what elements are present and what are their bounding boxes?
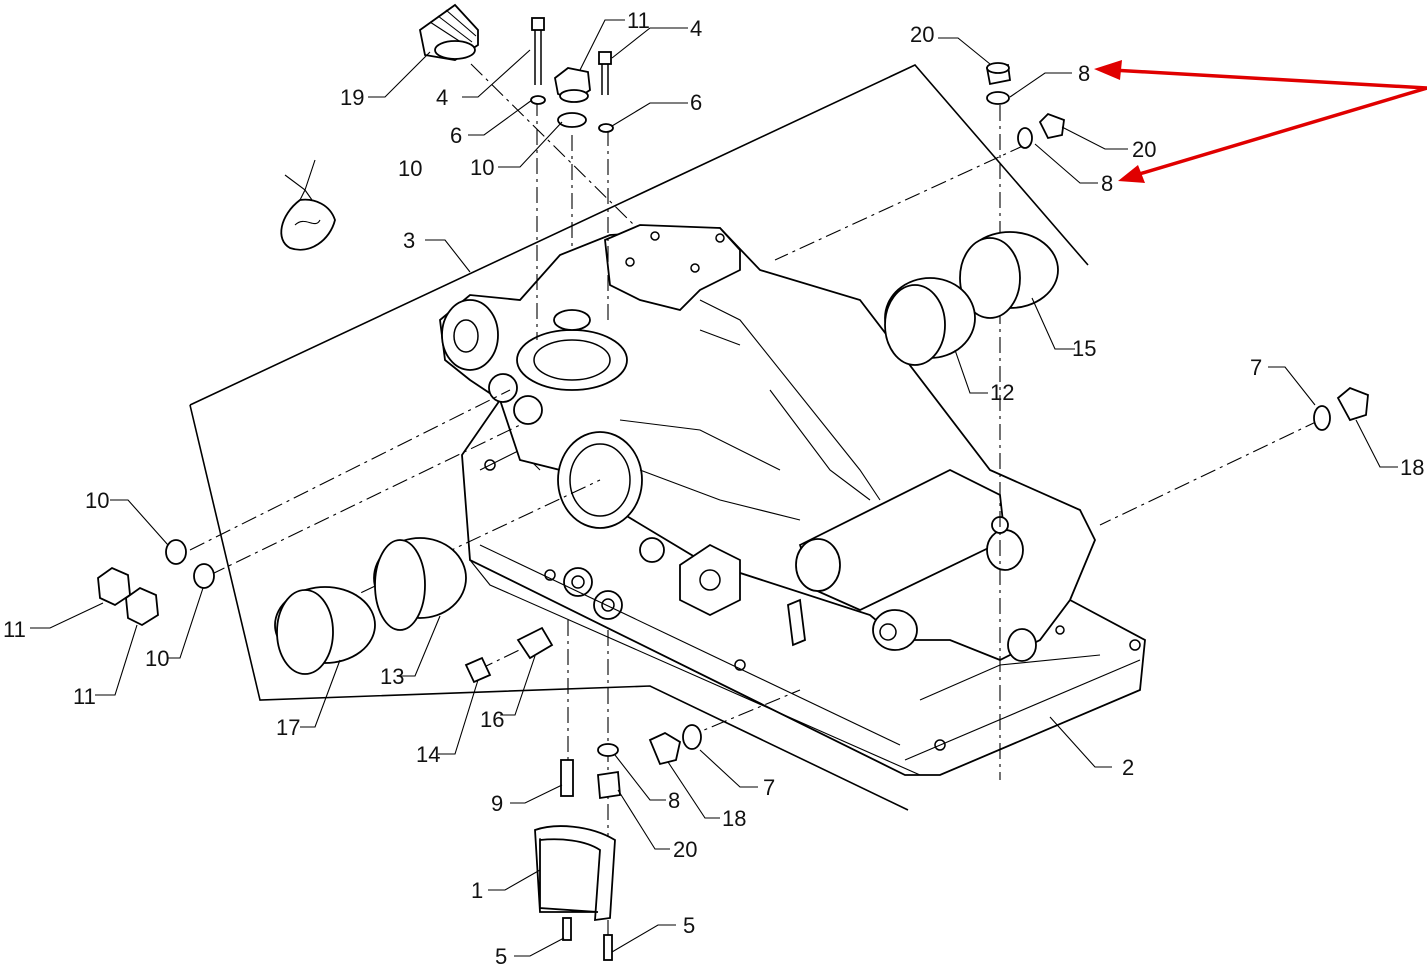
part-11-plug-top bbox=[554, 67, 591, 103]
part-10-seal-kit-bag bbox=[280, 159, 336, 251]
callout-17: 17 bbox=[276, 715, 300, 740]
callout-13: 13 bbox=[380, 664, 404, 689]
callout-3: 3 bbox=[403, 228, 415, 253]
part-8-seal-right bbox=[1017, 127, 1033, 149]
callout-11: 11 bbox=[627, 8, 650, 33]
part-17-bush bbox=[274, 586, 376, 675]
callout-8: 8 bbox=[668, 788, 680, 813]
assembly-outline-3 bbox=[189, 64, 1089, 406]
part-18-plug-right bbox=[1336, 386, 1369, 422]
part-6-washer-b bbox=[598, 123, 614, 133]
callout-4: 4 bbox=[436, 85, 448, 110]
part-20-plug-bottom bbox=[597, 770, 621, 800]
part-12-bush bbox=[884, 277, 976, 366]
callout-1: 1 bbox=[471, 878, 483, 903]
part-13-bush bbox=[373, 537, 467, 631]
part-8-seal-bottom bbox=[597, 743, 619, 757]
callout-7: 7 bbox=[1250, 355, 1262, 380]
callout-19: 19 bbox=[340, 85, 364, 110]
part-10-oring-left-b bbox=[193, 563, 215, 589]
highlight-arrows bbox=[1094, 60, 1427, 183]
part-10-oring-left-a bbox=[165, 539, 187, 565]
callout-12: 12 bbox=[990, 380, 1014, 405]
callout-14: 14 bbox=[416, 742, 440, 767]
callout-8: 8 bbox=[1101, 171, 1113, 196]
part-10-oring-top bbox=[557, 112, 587, 128]
part-16-pin bbox=[516, 626, 554, 660]
callout-15: 15 bbox=[1072, 336, 1096, 361]
callout-labels: 19 4 11 4 6 6 10 10 20 8 20 8 3 15 12 7 … bbox=[3, 8, 1424, 969]
part-7-seal-right bbox=[1313, 405, 1331, 431]
part-11-plug-left-a bbox=[97, 566, 131, 607]
callout-20: 20 bbox=[673, 837, 697, 862]
part-11-plug-left-b bbox=[125, 586, 159, 627]
arrowhead-bottom bbox=[1118, 165, 1145, 183]
callout-20: 20 bbox=[910, 22, 934, 47]
part-18-plug-bottom bbox=[648, 731, 682, 766]
callout-16: 16 bbox=[480, 707, 504, 732]
hydraulic-lift-housing bbox=[439, 224, 1146, 776]
part-20-plug-right bbox=[1038, 112, 1065, 140]
callout-11: 11 bbox=[73, 684, 96, 709]
callout-18: 18 bbox=[722, 806, 746, 831]
callout-2: 2 bbox=[1122, 755, 1134, 780]
part-5-screw-b bbox=[603, 934, 613, 961]
callout-5: 5 bbox=[683, 913, 695, 938]
callout-18: 18 bbox=[1400, 455, 1424, 480]
callout-10: 10 bbox=[470, 155, 494, 180]
part-15-bush bbox=[959, 231, 1059, 319]
callout-11: 11 bbox=[3, 617, 26, 642]
callout-20: 20 bbox=[1132, 137, 1156, 162]
part-19-filter-cap bbox=[419, 3, 479, 61]
callout-8: 8 bbox=[1078, 61, 1090, 86]
callout-7: 7 bbox=[763, 775, 775, 800]
callout-10: 10 bbox=[85, 488, 109, 513]
part-20-plug-top-right bbox=[985, 62, 1012, 86]
part-7-seal-bottom bbox=[682, 724, 702, 750]
part-6-washer-a bbox=[530, 95, 546, 105]
part-9-dowel bbox=[560, 759, 574, 797]
arrowhead-top bbox=[1094, 60, 1122, 80]
callout-10: 10 bbox=[145, 646, 169, 671]
callout-4: 4 bbox=[690, 16, 702, 41]
callout-6: 6 bbox=[450, 123, 462, 148]
callout-6: 6 bbox=[690, 90, 702, 115]
part-14-pin bbox=[464, 656, 492, 684]
callout-5: 5 bbox=[495, 944, 507, 969]
callout-9: 9 bbox=[491, 791, 503, 816]
part-8-seal-top bbox=[986, 91, 1010, 105]
part-4-bolts bbox=[531, 17, 612, 95]
part-5-screw-a bbox=[562, 917, 572, 941]
part-1-half-bearing bbox=[534, 825, 616, 922]
leader-lines bbox=[30, 19, 1398, 957]
callout-10: 10 bbox=[398, 156, 422, 181]
